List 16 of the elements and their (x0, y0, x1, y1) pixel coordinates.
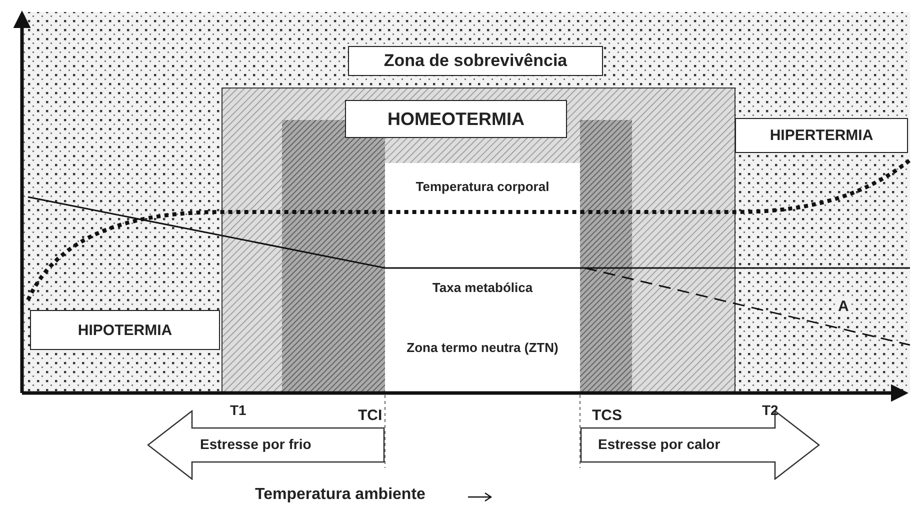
curve-label: Temperatura corporal (414, 178, 550, 196)
arrow-text: Estresse por calor (598, 436, 720, 452)
axis-tick-label: TCI (358, 407, 382, 424)
axis-title: Temperatura ambiente (255, 486, 426, 504)
axis-tick-label: T1 (230, 402, 246, 418)
axis-tick-label: TCS (592, 407, 622, 424)
neutral-zone-panel (385, 163, 580, 392)
axis-tick-label: T2 (762, 402, 778, 418)
zone-title-box: Zona de sobrevivência (348, 46, 603, 76)
curve-label: Taxa metabólica (431, 279, 534, 297)
arrow-text: Estresse por frio (200, 436, 312, 452)
zone-title-box: HIPERTERMIA (735, 118, 908, 153)
curve-label: A (836, 298, 851, 315)
zone-label: Zona termo neutra (ZTN) (406, 339, 560, 357)
zone-title-box: HIPOTERMIA (30, 310, 220, 350)
zone-title-box: HOMEOTERMIA (345, 100, 567, 138)
